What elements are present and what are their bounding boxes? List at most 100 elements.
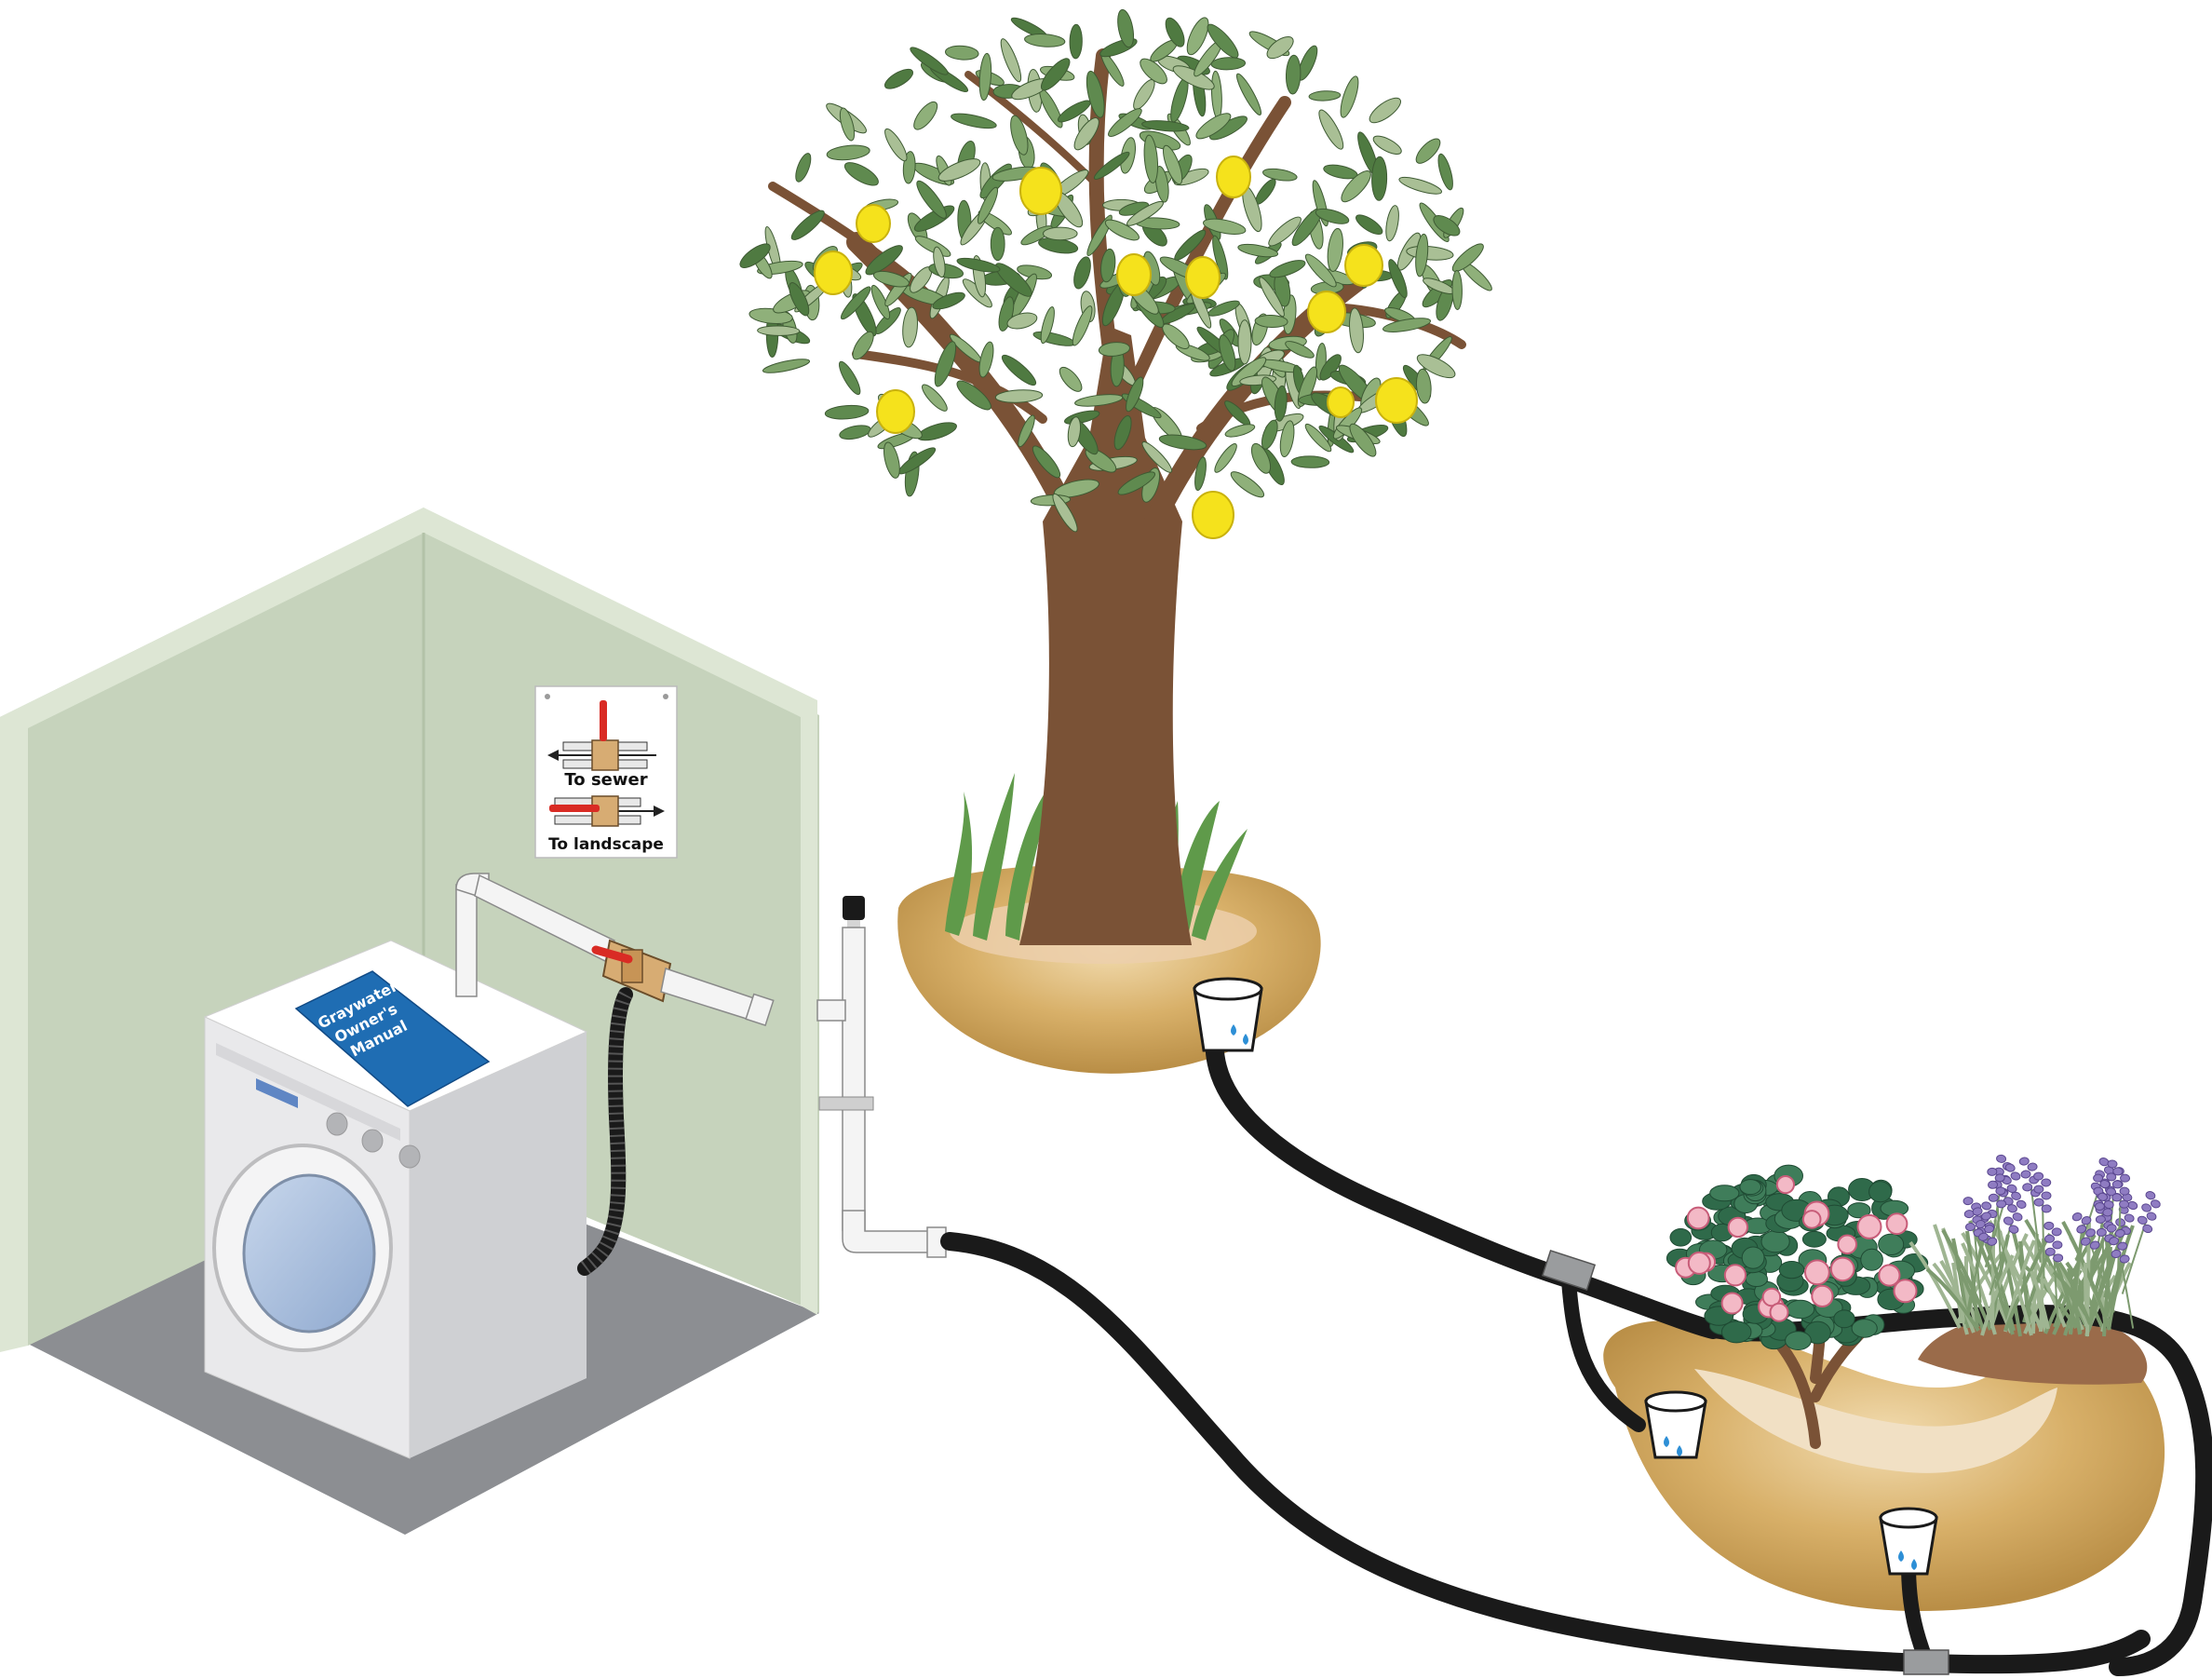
tree-leaf [1052,493,1078,533]
tree-leaf [1433,215,1461,237]
tree-leaf [1006,312,1038,330]
rose-flower [1878,1264,1901,1287]
tree-leaf [872,270,910,288]
lavender-leaf [1965,1230,1979,1328]
tree-leaf [883,441,900,479]
tree-leaf [917,422,957,441]
rose-leaf [1801,1230,1827,1248]
tree-leaf [978,52,992,102]
washer-knob [398,1144,421,1169]
tree-leaf [1018,414,1035,448]
lavender-foliage [1909,1218,2135,1337]
tree-leaf [852,331,874,360]
tree-leaf [1406,245,1454,261]
lavender-leaf [1909,1240,1962,1329]
tree-leaf [1186,17,1209,56]
lemon [1192,491,1234,539]
rose-leaf [1860,1248,1883,1271]
outlet-shields [1193,977,1938,1576]
rose-leaf [1785,1331,1812,1350]
tree-leaf [1315,208,1350,224]
tree-leaf [1010,115,1029,156]
rose-flower [1885,1212,1909,1236]
washer-display [256,1078,298,1108]
tree-leaf [1126,200,1164,226]
rose-flower [1769,1302,1789,1322]
tree-leaf [840,286,871,320]
tree-leaf [1274,385,1288,422]
tree-leaf [1126,376,1144,413]
rose-leaf [1745,1271,1769,1287]
tree-leaf [1254,314,1288,329]
rose-leaf [1778,1261,1805,1280]
tree-leaf [913,101,938,130]
water-drop-icon [1231,1024,1236,1036]
tree-branch-line [1205,1006,1722,1339]
tree-leaf [790,210,825,240]
tree-leaf [928,263,964,279]
washer-knob [361,1129,384,1153]
rose-leaf [1760,1230,1790,1253]
tree-leaf [1001,354,1037,386]
tree-leaf [1113,414,1132,451]
lavender-spike [2018,1157,2042,1263]
valve-handle[interactable] [591,945,633,964]
tree-leaf [1230,471,1265,498]
tree-leaf [795,153,812,183]
rose-branch-line [1561,1273,1646,1432]
rose-flower [1829,1256,1855,1282]
tree-leaf [1158,434,1207,451]
tree-leaf [956,257,1001,273]
tree-leaf [1194,456,1207,492]
tree-leaf [1327,227,1343,272]
rose-leaf [1878,1233,1905,1256]
tree-leaf [1349,423,1377,457]
water-drop-icon [1664,1436,1669,1447]
pipe-strap [818,1096,874,1111]
tree-leaf [1388,259,1408,299]
tree-leaf [1268,216,1302,247]
tree-leaf [1250,442,1272,474]
tree-leaf [1224,424,1256,438]
tree-leaf [1100,248,1116,283]
tree-leaf [1086,214,1113,257]
tree-leaf [1451,270,1463,310]
lavender-leaf [2067,1267,2082,1335]
tree-leaf [945,45,979,61]
lavender-spike [2111,1167,2131,1275]
tree-leaf [1173,168,1209,186]
tree-leaf [1259,277,1285,318]
rose-leaf [1868,1181,1893,1203]
tree-leaf [1269,260,1306,278]
tree-leaf [839,425,871,440]
shrub-mulch-basin [1603,1313,2165,1611]
tree-leaf [870,284,891,320]
rose-flower [1723,1264,1747,1287]
lemon [1307,291,1346,333]
tree-leaf [956,380,991,411]
tree-leaf [1214,443,1237,473]
washer-side [410,1032,587,1458]
tree-leaf [902,306,918,348]
lavender-spike [1987,1167,2007,1275]
tee-fitting [1541,1250,1597,1291]
tree-leaf [1074,394,1124,407]
indoor-plumbing [455,873,775,1276]
tree-leaf [978,341,994,378]
tree-leaf [739,243,771,268]
tree-leaf [990,226,1005,262]
water-drop-icon [1243,1034,1248,1045]
sign-valve-sewer-icon [547,700,656,771]
tree-leaf [1154,166,1169,203]
tree-leaf [1093,151,1130,180]
tree-leaf [1415,233,1429,278]
tree-leaf [1235,73,1262,115]
rose-flower [1727,1216,1749,1239]
rose-flower [1801,1210,1822,1229]
tree-leaf [843,162,879,186]
rose-leaf [1709,1185,1740,1202]
tree-leaf [1416,354,1456,379]
rose-bush [1666,1164,1929,1449]
lavender-spike [2106,1224,2135,1329]
lavender-plant [1909,1154,2161,1337]
